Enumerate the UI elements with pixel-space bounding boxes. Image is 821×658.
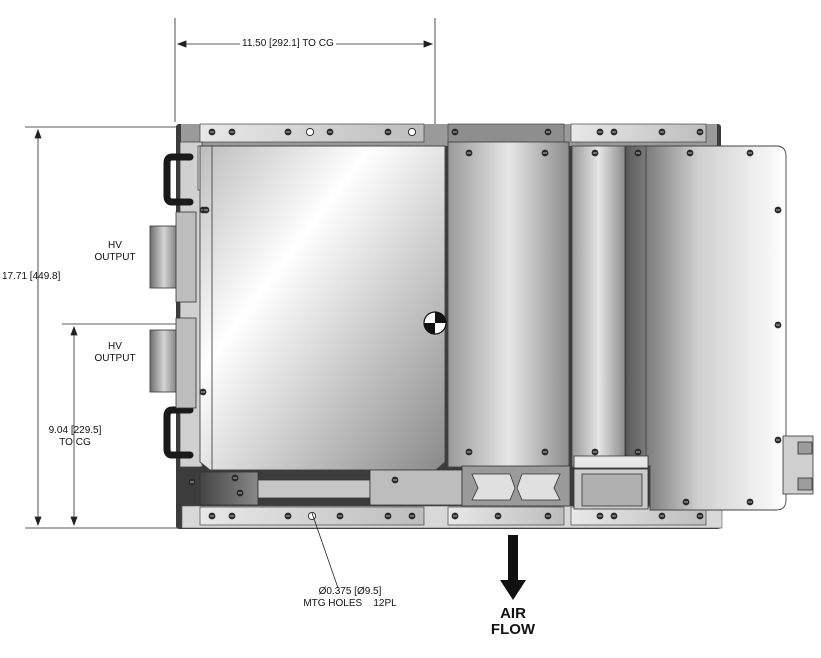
hv-output-bottom-line2: OUTPUT [94, 353, 136, 364]
mtg-holes-label: Ø0.375 [Ø9.5] MTG HOLES 12PL [280, 586, 420, 610]
cg-horizontal-dimension: 11.50 [292.1] TO CG [240, 38, 336, 50]
main-panel [199, 145, 446, 471]
hv-output-label-top: HV OUTPUT [90, 240, 140, 264]
cg-vertical-dimension: 9.04 [229.5] TO CG [40, 425, 110, 449]
mounting-hole [305, 127, 315, 137]
overall-height-dimension: 17.71 [449.8] [2, 271, 61, 282]
hv-output-top-line2: OUTPUT [94, 252, 136, 263]
air-flow-label: AIR FLOW [478, 606, 548, 638]
air-flow-arrow [500, 535, 526, 600]
air-flow-line1: AIR [500, 605, 526, 622]
bottom-components [199, 455, 649, 510]
hv-output-bottom-line1: HV [108, 341, 122, 352]
center-of-gravity-symbol [423, 311, 447, 335]
air-flow-line2: FLOW [490, 621, 536, 638]
handle-bottom [163, 406, 194, 459]
mounting-screws [188, 127, 782, 521]
mtg-holes-line1: Ø0.375 [Ø9.5] [318, 586, 382, 597]
mtg-hole-leader [311, 512, 339, 589]
middle-panel [447, 141, 626, 468]
right-panel [625, 145, 787, 511]
hv-output-label-bottom: HV OUTPUT [90, 341, 140, 365]
cg-vertical-line2: TO CG [59, 437, 91, 448]
hv-output-connector-bottom [149, 317, 197, 409]
handle-top [163, 153, 194, 206]
hv-output-top-line1: HV [108, 240, 122, 251]
cg-vertical-line1: 9.04 [229.5] [48, 425, 102, 436]
mtg-holes-line2: MTG HOLES 12PL [303, 598, 397, 609]
hv-output-connector-top [149, 211, 197, 303]
mounting-hole [407, 127, 417, 137]
right-connector [782, 435, 814, 495]
